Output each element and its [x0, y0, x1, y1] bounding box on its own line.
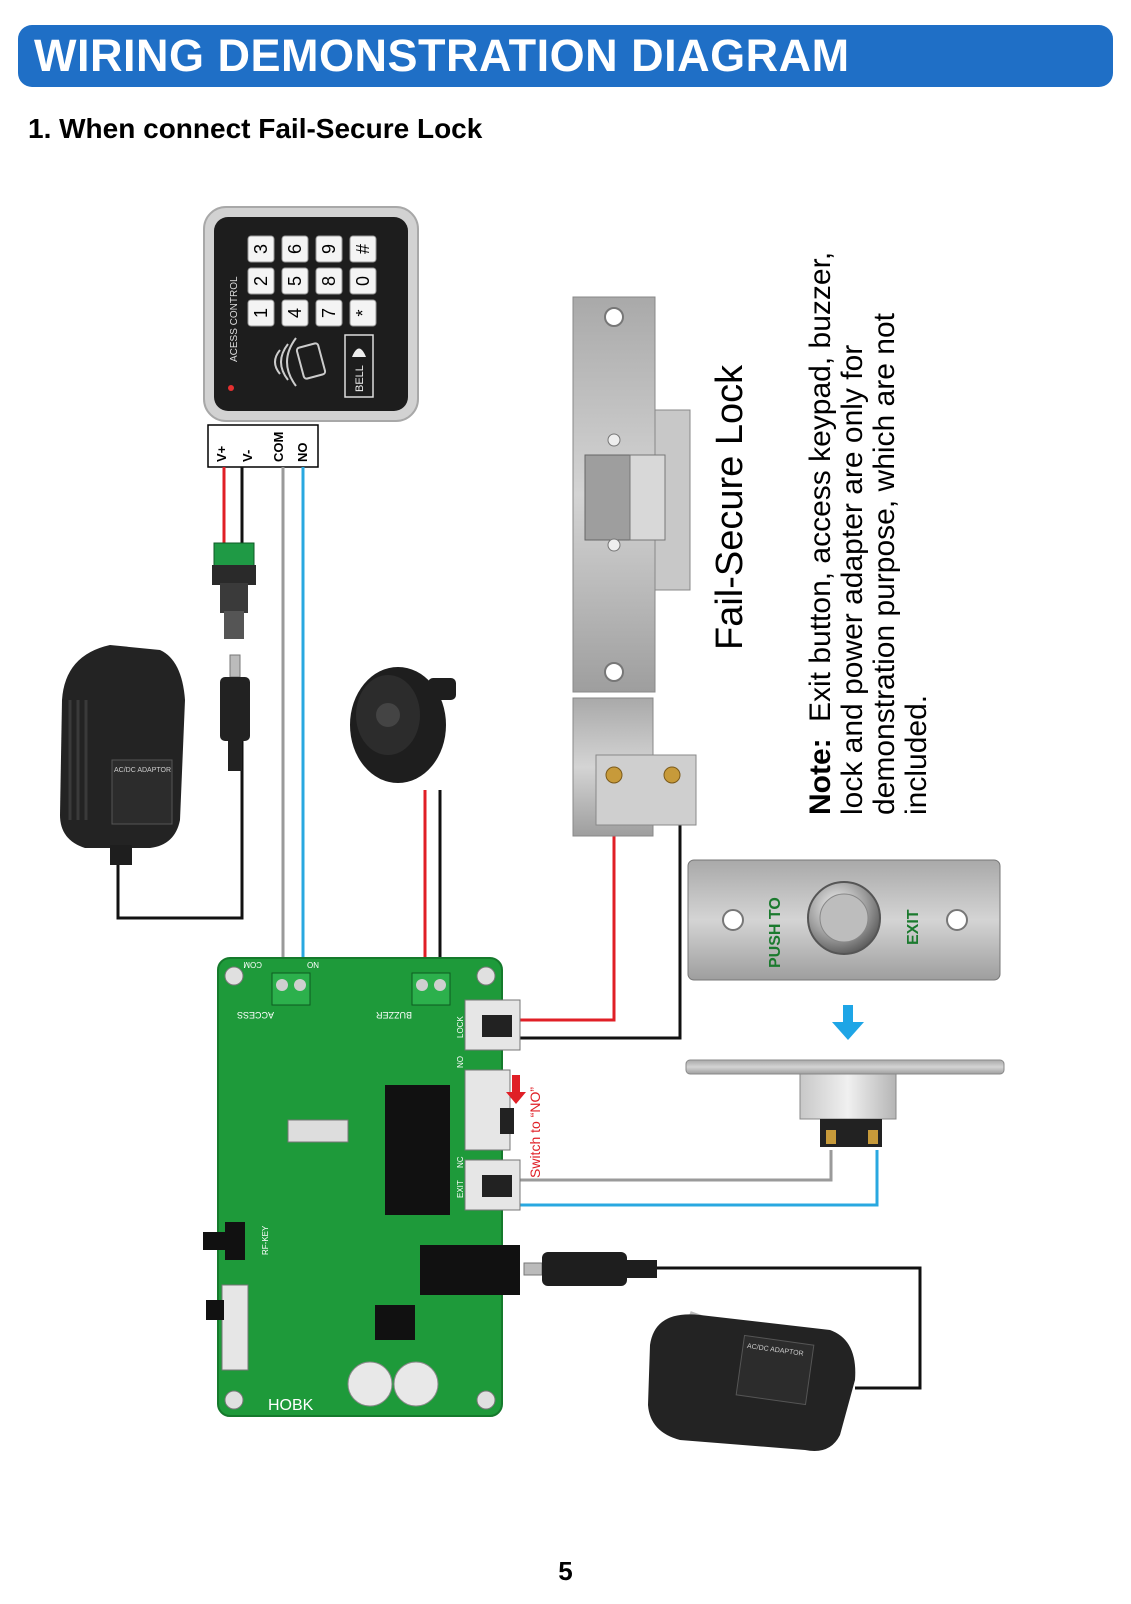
keypad-key-label: 5 [285, 276, 305, 286]
bell-icon [352, 348, 366, 357]
keypad-key-label: * [353, 309, 373, 316]
down-arrow-icon [832, 1005, 864, 1040]
keypad-key [315, 267, 343, 295]
keypad-key [281, 267, 309, 295]
exit-port-label: EXIT [456, 1180, 465, 1198]
keypad-key [315, 299, 343, 327]
buzzer [350, 667, 456, 783]
keypad-brand-text: ACESS CONTROL [229, 276, 240, 362]
keypad-key-label: 4 [285, 308, 305, 318]
keypad-key-label: 6 [285, 244, 305, 254]
exit-button-plate: PUSH TO EXIT [687, 859, 1001, 981]
note-block: Note: Exit button, access keypad, buzzer… [804, 252, 933, 815]
svg-text:Note: Exit button, acces: Note: Exit button, access keypad, buzzer… [804, 252, 837, 815]
wires [116, 467, 922, 1390]
access-keypad: 3 6 9 #2 5 8 0 1 4 7 * ACESS CONTROL BELL [203, 206, 419, 422]
buzzer-label: BUZZER [375, 1010, 412, 1020]
controller-board: ACCESS BUZZER COM NO LOCK NO NC EXIT HOB… [203, 957, 543, 1417]
terminal-v-plus: V+ [214, 445, 229, 462]
bell-label: BELL [354, 365, 366, 392]
keypad-key-label: 9 [319, 244, 339, 254]
fail-secure-lock [572, 296, 697, 837]
switch-arrow-icon [506, 1075, 526, 1104]
com-label: COM [243, 960, 262, 969]
section-title: 1. When connect Fail-Secure Lock [28, 113, 483, 144]
access-label: ACCESS [237, 1010, 274, 1020]
keypad-key [349, 267, 377, 295]
keypad-key [315, 235, 343, 263]
keypad-key-label: 1 [251, 308, 271, 318]
note-bold: Note: [804, 738, 837, 815]
note-line-1: Exit button, access keypad, buzzer, [804, 252, 837, 722]
keypad-key [247, 267, 275, 295]
rf-key-label: RF-KEY [261, 1225, 270, 1255]
keypad-terminal-strip: V+ V- COM NO [207, 424, 319, 468]
keypad-key [281, 235, 309, 263]
status-led [228, 385, 234, 391]
no-label: NO [307, 960, 319, 969]
exit-button-side-view [685, 1059, 1005, 1147]
note-line-2: lock and power adapter are only for [836, 345, 869, 815]
title-banner: WIRING DEMONSTRATION DIAGRAM [18, 25, 1113, 87]
dc-plug-right [523, 1252, 657, 1286]
note-line-4: included. [900, 695, 933, 815]
power-adapter-right: AC/DC ADAPTOR [648, 1311, 856, 1451]
keypad-key-label: 3 [251, 244, 271, 254]
dc-plug [220, 654, 250, 771]
keypad-key [281, 299, 309, 327]
keypad-key [247, 299, 275, 327]
power-adapter-left: AC/DC ADAPTOR [60, 645, 185, 865]
no-port-label: NO [456, 1056, 465, 1068]
terminal-v-minus: V- [240, 450, 255, 462]
keypad-key-label: 7 [319, 308, 339, 318]
keypad-key [349, 235, 377, 263]
keypad-keys: 3 6 9 #2 5 8 0 1 4 7 * [247, 235, 377, 327]
adapter-label-left: AC/DC ADAPTOR [114, 767, 171, 774]
keypad-key-label: 8 [319, 276, 339, 286]
page-title: WIRING DEMONSTRATION DIAGRAM [34, 30, 850, 81]
board-brand: HOBK [268, 1397, 314, 1414]
switch-note: Switch to “NO” [527, 1087, 543, 1178]
page-number: 5 [558, 1556, 573, 1586]
lock-label: Fail-Secure Lock [709, 364, 751, 650]
nc-port-label: NC [456, 1156, 465, 1168]
lock-port-label: LOCK [456, 1016, 465, 1038]
terminal-no: NO [295, 443, 310, 463]
keypad-key-label: # [353, 244, 373, 254]
dc-screw-connector: + - [212, 542, 256, 639]
exit-label: EXIT [905, 909, 922, 945]
terminal-com: COM [271, 432, 286, 462]
keypad-key-label: 2 [251, 276, 271, 286]
push-to-label: PUSH TO [767, 897, 784, 968]
note-line-3: demonstration purpose, which are not [868, 312, 901, 815]
keypad-key [247, 235, 275, 263]
keypad-key [349, 299, 377, 327]
keypad-key-label: 0 [353, 276, 373, 286]
rfid-icon [274, 337, 327, 387]
